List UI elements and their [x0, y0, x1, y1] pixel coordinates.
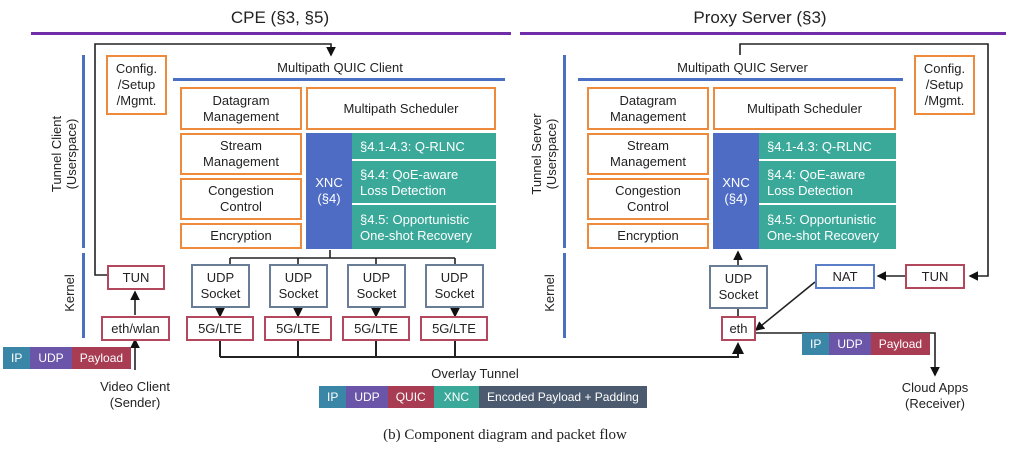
- pkt-ip: IP: [802, 333, 830, 355]
- client-udp-socket-3: UDP Socket: [347, 264, 406, 308]
- client-userspace-label: Tunnel Client (Userspace): [49, 115, 79, 193]
- server-quic-underline: [578, 78, 903, 81]
- server-multipath-scheduler: Multipath Scheduler: [713, 87, 896, 130]
- figure-caption: (b) Component diagram and packet flow: [383, 427, 627, 443]
- server-xnc-recovery: §4.5: Opportunistic One-shot Recovery: [759, 205, 896, 249]
- plain-packet-server: IP UDP Payload: [802, 333, 931, 355]
- client-stream-management: Stream Management: [180, 133, 302, 175]
- wire-quic-server-to-tun: [739, 43, 989, 281]
- overlay-tunnel-label: Overlay Tunnel: [431, 366, 519, 381]
- overlay-packet: IP UDP QUIC XNC Encoded Payload + Paddin…: [319, 386, 647, 408]
- server-datagram-management: Datagram Management: [587, 87, 709, 130]
- pkt-ip: IP: [319, 386, 347, 408]
- client-udp-socket-4: UDP Socket: [425, 264, 484, 308]
- server-kernel-bar: [563, 253, 566, 338]
- client-kernel-label: Kernel: [62, 274, 77, 312]
- pkt-payload: Payload: [71, 347, 132, 369]
- client-tun: TUN: [107, 265, 165, 290]
- cpe-title: CPE (§3, §5): [230, 8, 330, 27]
- server-quic-title: Multipath QUIC Server: [677, 60, 808, 75]
- server-config-box: Config. /Setup /Mgmt.: [914, 55, 975, 115]
- pkt-ip: IP: [3, 347, 31, 369]
- server-eth: eth: [721, 316, 756, 341]
- client-quic-title: Multipath QUIC Client: [277, 60, 403, 75]
- pkt-udp: UDP: [829, 333, 871, 355]
- server-xnc-block: XNC (§4): [713, 133, 759, 249]
- server-stream-management: Stream Management: [587, 133, 709, 175]
- video-client-label: Video Client (Sender): [100, 379, 170, 410]
- client-xnc-recovery: §4.5: Opportunistic One-shot Recovery: [352, 205, 496, 249]
- cpe-divider: [31, 32, 511, 35]
- pkt-udp: UDP: [30, 347, 72, 369]
- client-udp-socket-2: UDP Socket: [269, 264, 328, 308]
- client-link-2: 5G/LTE: [264, 316, 332, 341]
- client-userspace-bar: [82, 55, 85, 248]
- client-link-4: 5G/LTE: [420, 316, 488, 341]
- pkt-xnc: XNC: [433, 386, 480, 408]
- server-xnc-q-rlnc: §4.1-4.3: Q-RLNC: [759, 133, 896, 159]
- server-userspace-label: Tunnel Server (Userspace): [529, 113, 559, 195]
- client-xnc-q-rlnc: §4.1-4.3: Q-RLNC: [352, 133, 496, 159]
- server-nat: NAT: [815, 264, 875, 289]
- server-tun: TUN: [905, 264, 965, 289]
- pkt-payload: Payload: [870, 333, 931, 355]
- client-xnc-loss-detection: §4.4: QoE-aware Loss Detection: [352, 161, 496, 203]
- client-xnc-block: XNC (§4): [306, 133, 352, 249]
- server-xnc-loss-detection: §4.4: QoE-aware Loss Detection: [759, 161, 896, 203]
- client-link-1: 5G/LTE: [186, 316, 254, 341]
- wire-overlay-tunnel: [219, 340, 738, 358]
- server-udp-socket: UDP Socket: [709, 265, 768, 309]
- server-encryption: Encryption: [587, 223, 709, 249]
- pkt-quic: QUIC: [387, 386, 434, 408]
- wire-quic-to-sockets: [229, 250, 456, 265]
- client-eth-wlan: eth/wlan: [101, 316, 170, 341]
- pkt-udp: UDP: [346, 386, 388, 408]
- server-userspace-bar: [563, 55, 566, 248]
- client-quic-underline: [173, 78, 505, 81]
- client-multipath-scheduler: Multipath Scheduler: [306, 87, 496, 130]
- plain-packet-client: IP UDP Payload: [3, 347, 132, 369]
- proxy-divider: [520, 32, 1006, 35]
- client-config-box: Config. /Setup /Mgmt.: [106, 55, 167, 115]
- client-kernel-bar: [82, 253, 85, 338]
- proxy-title: Proxy Server (§3): [693, 8, 827, 27]
- pkt-encoded-payload: Encoded Payload + Padding: [479, 386, 647, 408]
- server-congestion-control: Congestion Control: [587, 178, 709, 220]
- client-datagram-management: Datagram Management: [180, 87, 302, 130]
- client-encryption: Encryption: [180, 223, 302, 249]
- client-link-3: 5G/LTE: [342, 316, 410, 341]
- client-congestion-control: Congestion Control: [180, 178, 302, 220]
- cloud-apps-label: Cloud Apps (Receiver): [901, 380, 969, 411]
- client-udp-socket-1: UDP Socket: [191, 264, 250, 308]
- wire-tun-to-quic-client: [94, 43, 336, 276]
- server-kernel-label: Kernel: [542, 274, 557, 312]
